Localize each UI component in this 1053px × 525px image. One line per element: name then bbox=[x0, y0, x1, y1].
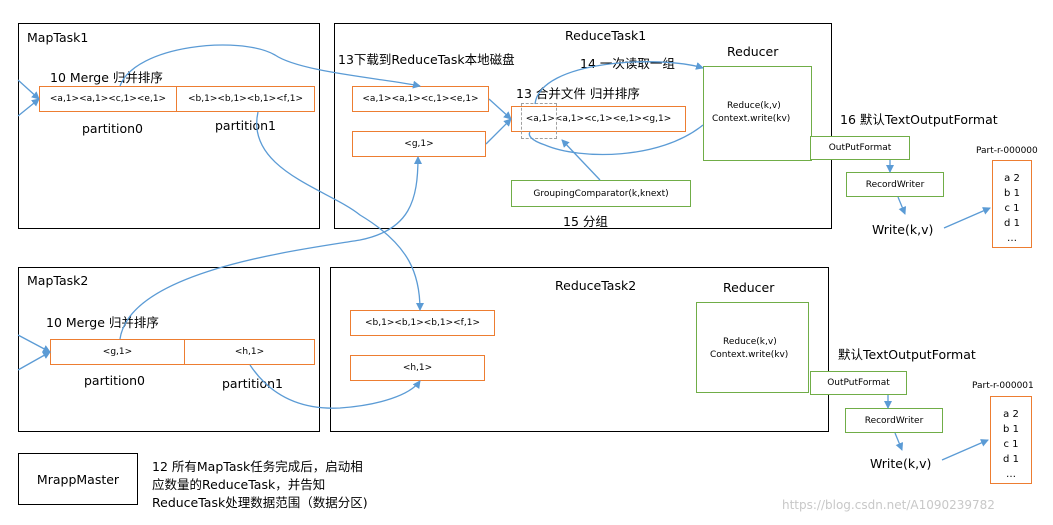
reducetask2-title: ReduceTask2 bbox=[555, 278, 637, 293]
part1-line: c 1 bbox=[1004, 203, 1020, 214]
reducetask1-read-group-label: 14 一次读取一组 bbox=[580, 56, 675, 71]
maptask2-p0-content: <g,1> bbox=[102, 347, 133, 357]
write1-label: Write(k,v) bbox=[872, 222, 934, 237]
maptask1-partition0-label: partition0 bbox=[82, 121, 144, 136]
part1-line: b 1 bbox=[1004, 188, 1020, 199]
output2-format-label: 默认TextOutputFormat bbox=[838, 347, 976, 362]
master-note-line3: ReduceTask处理数据范围（数据分区) bbox=[152, 495, 368, 510]
maptask2-partition-bar: <g,1> <h,1> bbox=[50, 339, 315, 365]
reducer1-title: Reducer bbox=[727, 44, 779, 59]
maptask2-p1-content: <h,1> bbox=[234, 347, 265, 357]
reducer2-reduce-line: Reduce(k,v) bbox=[723, 337, 777, 347]
part1-line: … bbox=[1007, 233, 1017, 244]
maptask1-p1-content: <b,1><b,1><b,1><f,1> bbox=[188, 94, 303, 104]
outputformat1-box: OutPutFormat bbox=[810, 136, 910, 160]
reducetask1-group-highlight bbox=[521, 103, 557, 139]
part2-line: … bbox=[1006, 469, 1016, 480]
maptask2-partition1-label: partition1 bbox=[222, 376, 284, 391]
reducetask2-segment2: <h,1> bbox=[350, 355, 485, 381]
part2-line: d 1 bbox=[1003, 454, 1019, 465]
recordwriter1-box: RecordWriter bbox=[846, 172, 944, 197]
outputformat2-box: OutPutFormat bbox=[810, 371, 907, 395]
out1-writer-to-write-arrow bbox=[897, 196, 907, 215]
output1-format-label: 16 默认TextOutputFormat bbox=[840, 112, 998, 127]
maptask2-partition0-label: partition0 bbox=[84, 373, 146, 388]
part1-file: a 2 b 1 c 1 d 1 … bbox=[992, 160, 1032, 248]
out2-write-to-part-arrow bbox=[941, 439, 989, 461]
out2-writer-to-write-arrow bbox=[894, 432, 904, 451]
part2-name: Part-r-000001 bbox=[972, 381, 1034, 391]
grouping-label: 15 分组 bbox=[563, 214, 608, 229]
reducetask1-segment2: <g,1> bbox=[352, 131, 486, 157]
reducetask1-download-label: 13下载到ReduceTask本地磁盘 bbox=[338, 52, 515, 67]
reducer2-write-line: Context.write(kv) bbox=[710, 350, 789, 360]
maptask1-merge-label: 10 Merge 归并排序 bbox=[50, 70, 163, 85]
part1-name: Part-r-000000 bbox=[976, 146, 1038, 156]
part1-line: a 2 bbox=[1004, 173, 1020, 184]
reducer2-box bbox=[696, 302, 809, 393]
part2-line: a 2 bbox=[1003, 409, 1019, 420]
reducetask1-segment1: <a,1><a,1><c,1><e,1> bbox=[352, 86, 489, 112]
reducetask2-box bbox=[330, 267, 829, 432]
grouping-comparator-box: GroupingComparator(k,knext) bbox=[511, 180, 691, 207]
maptask1-partition1-label: partition1 bbox=[215, 118, 277, 133]
maptask1-partition-divider bbox=[176, 87, 177, 111]
mrappmaster-box: MrappMaster bbox=[18, 453, 138, 505]
part2-line: c 1 bbox=[1003, 439, 1019, 450]
reducer2-title: Reducer bbox=[723, 280, 775, 295]
part1-line: d 1 bbox=[1004, 218, 1020, 229]
reducer1-box bbox=[703, 66, 812, 161]
watermark: https://blog.csdn.net/A1090239782 bbox=[782, 498, 995, 512]
part2-line: b 1 bbox=[1003, 424, 1019, 435]
part2-file: a 2 b 1 c 1 d 1 … bbox=[990, 396, 1032, 484]
maptask1-p0-content: <a,1><a,1><c,1><e,1> bbox=[49, 94, 167, 104]
out1-write-to-part-arrow bbox=[943, 207, 991, 229]
maptask1-title: MapTask1 bbox=[27, 30, 89, 45]
maptask2-title: MapTask2 bbox=[27, 273, 89, 288]
maptask2-merge-label: 10 Merge 归并排序 bbox=[46, 315, 159, 330]
reducer1-reduce-line: Reduce(k,v) bbox=[727, 101, 781, 111]
reducetask1-title: ReduceTask1 bbox=[565, 28, 647, 43]
maptask2-partition-divider bbox=[184, 340, 185, 364]
write2-label: Write(k,v) bbox=[870, 456, 932, 471]
recordwriter2-box: RecordWriter bbox=[845, 408, 943, 433]
reducetask1-merge-file-label: 13 合并文件 归并排序 bbox=[516, 86, 640, 101]
maptask1-partition-bar: <a,1><a,1><c,1><e,1> <b,1><b,1><b,1><f,1… bbox=[39, 86, 315, 112]
reducetask2-segment1: <b,1><b,1><b,1><f,1> bbox=[350, 310, 495, 336]
master-note-line1: 12 所有MapTask任务完成后，启动相 bbox=[152, 459, 363, 474]
reducer1-write-line: Context.write(kv) bbox=[712, 114, 791, 124]
master-note-line2: 应数量的ReduceTask，并告知 bbox=[152, 477, 326, 492]
